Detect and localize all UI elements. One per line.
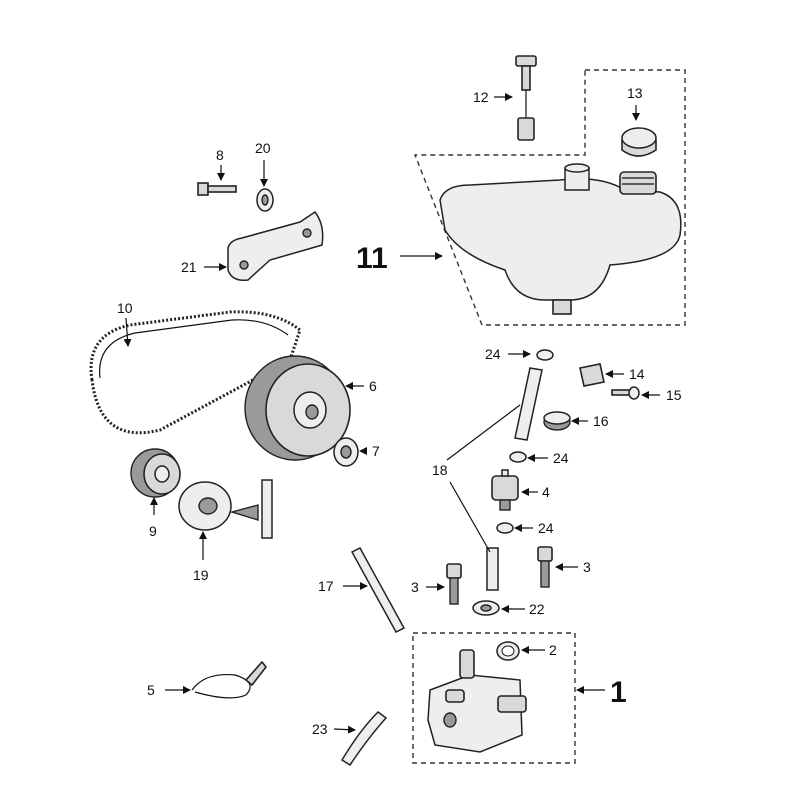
leader-lines bbox=[123, 93, 660, 734]
label-18: 18 bbox=[432, 462, 448, 478]
bolt-15 bbox=[611, 386, 640, 400]
hose-23 bbox=[340, 711, 388, 767]
tank-cap bbox=[621, 127, 657, 157]
carburetor bbox=[427, 649, 527, 753]
label-8: 8 bbox=[216, 147, 224, 163]
fuel-sender-unit bbox=[515, 55, 537, 141]
screw-3-right bbox=[537, 546, 553, 588]
label-13: 13 bbox=[627, 85, 643, 101]
bracket-21 bbox=[227, 210, 324, 282]
label-3-left: 3 bbox=[411, 579, 419, 595]
label-19: 19 bbox=[193, 567, 209, 583]
label-12: 12 bbox=[473, 89, 489, 105]
label-14: 14 bbox=[629, 366, 645, 382]
fuel-hose-18-upper bbox=[514, 367, 543, 441]
label-2: 2 bbox=[549, 642, 557, 658]
bolt-8 bbox=[197, 182, 237, 196]
washer-20 bbox=[256, 188, 274, 212]
block-14 bbox=[579, 363, 605, 387]
label-6: 6 bbox=[369, 378, 377, 394]
label-20: 20 bbox=[255, 140, 271, 156]
label-24-top: 24 bbox=[485, 346, 501, 362]
label-11: 11 bbox=[356, 242, 388, 275]
small-pulley-9 bbox=[130, 448, 181, 498]
label-22: 22 bbox=[529, 601, 545, 617]
fuel-hose-17 bbox=[350, 547, 406, 633]
o-ring-2 bbox=[496, 641, 520, 661]
label-15: 15 bbox=[666, 387, 682, 403]
callout-labels: 12 13 8 20 21 11 10 6 7 9 19 24 14 15 16… bbox=[117, 85, 682, 737]
label-21: 21 bbox=[181, 259, 197, 275]
fuel-hose-18-lower bbox=[486, 547, 499, 591]
label-17: 17 bbox=[318, 578, 334, 594]
plate-19 bbox=[229, 479, 273, 539]
label-7: 7 bbox=[372, 443, 380, 459]
fuel-filter-4 bbox=[491, 469, 519, 511]
label-24-middle: 24 bbox=[553, 450, 569, 466]
label-23: 23 bbox=[312, 721, 328, 737]
clip-24-middle bbox=[509, 451, 527, 463]
label-24-bottom: 24 bbox=[538, 520, 554, 536]
carburetor-dashed-outline bbox=[412, 632, 576, 764]
label-1: 1 bbox=[610, 676, 627, 709]
label-9: 9 bbox=[149, 523, 157, 539]
tank-dashed-outline bbox=[413, 69, 686, 326]
clip-24-bottom bbox=[496, 522, 514, 534]
drive-belt bbox=[89, 310, 302, 435]
screw-3-left bbox=[446, 563, 462, 605]
fuel-tank bbox=[439, 163, 682, 315]
cable-tie-5 bbox=[191, 660, 268, 699]
grommet-16 bbox=[543, 411, 571, 431]
label-10: 10 bbox=[117, 300, 133, 316]
washer-19 bbox=[178, 481, 232, 531]
label-5: 5 bbox=[147, 682, 155, 698]
clamp-22 bbox=[472, 600, 500, 616]
washer-7 bbox=[333, 437, 359, 467]
label-16: 16 bbox=[593, 413, 609, 429]
large-pulley bbox=[244, 355, 351, 461]
label-3-right: 3 bbox=[583, 559, 591, 575]
label-4: 4 bbox=[542, 484, 550, 500]
clip-24-top bbox=[536, 349, 554, 361]
